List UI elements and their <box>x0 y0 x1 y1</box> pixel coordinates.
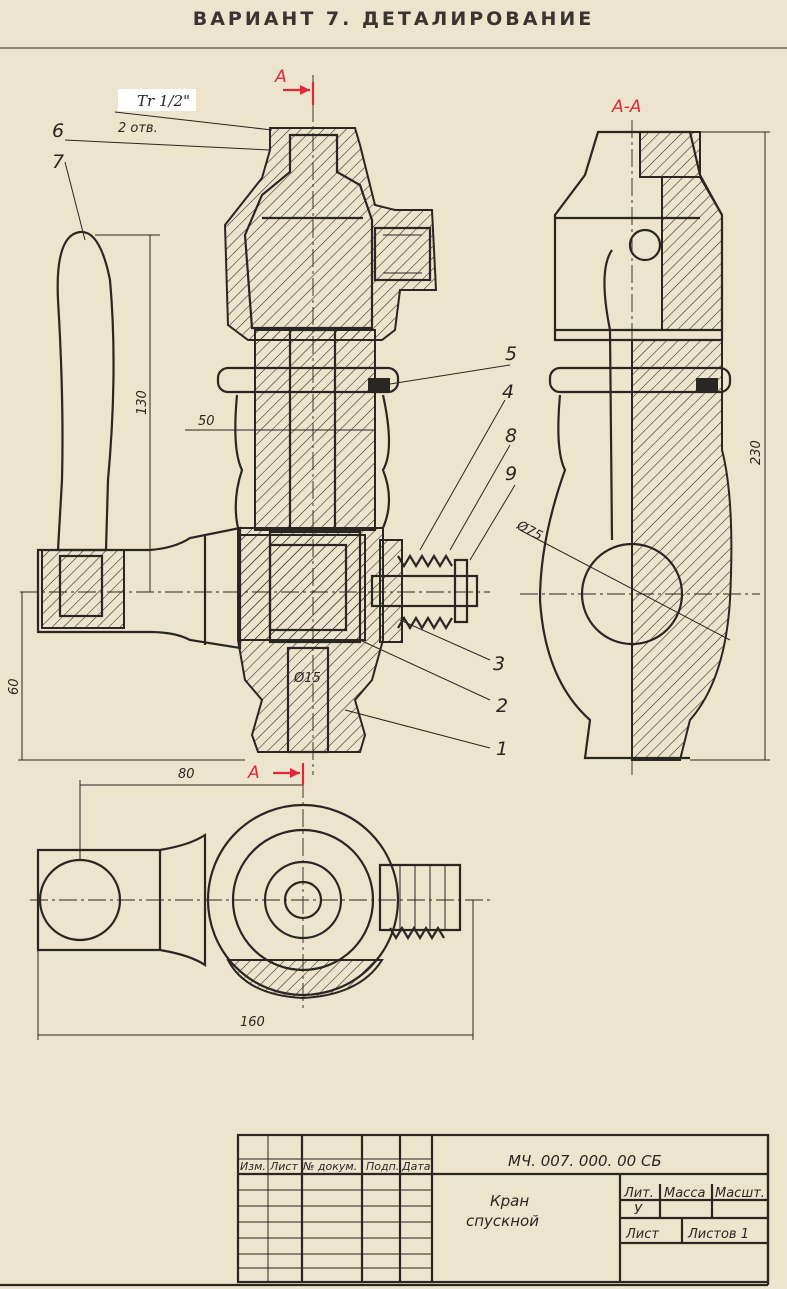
top-view <box>30 780 490 1010</box>
callout-7: 7 <box>52 151 64 173</box>
tb-lit: Лит. <box>623 1186 654 1201</box>
callout-6: 6 <box>52 120 64 142</box>
dim-230: 230 <box>749 440 764 465</box>
page-title: ВАРИАНТ 7. ДЕТАЛИРОВАНИЕ <box>192 8 595 30</box>
leader-lines <box>64 111 516 749</box>
section-markers <box>273 82 315 785</box>
callout-3: 3 <box>493 653 505 675</box>
section-mark-top: А <box>274 67 287 87</box>
tb-lit-value: У <box>634 1203 643 1218</box>
tb-doc: № докум. <box>302 1160 357 1173</box>
section-mark-bottom: А <box>247 763 260 783</box>
section-view-a-a <box>520 120 760 775</box>
tb-code: МЧ. 007. 000. 00 СБ <box>508 1152 662 1170</box>
tb-name-2: спускной <box>466 1212 539 1230</box>
callout-8: 8 <box>505 425 517 447</box>
dim-80: 80 <box>178 767 195 782</box>
dimension-lines <box>18 131 770 1040</box>
tb-name-1: Кран <box>490 1192 529 1210</box>
tb-mass: Масса <box>664 1186 705 1201</box>
tb-list: Лист <box>269 1160 298 1173</box>
thread-label: Tr 1/2" <box>137 92 190 110</box>
thread-holes-label: 2 отв. <box>118 121 158 136</box>
callout-1: 1 <box>496 738 508 760</box>
dim-50: 50 <box>198 414 215 429</box>
front-view <box>20 75 490 775</box>
dim-130: 130 <box>135 390 150 415</box>
tb-scale: Масшт. <box>715 1186 765 1201</box>
tb-sign: Подп. <box>366 1160 399 1173</box>
section-view-label: А-А <box>611 97 641 117</box>
title-block <box>236 1133 770 1284</box>
dim-60: 60 <box>7 678 22 695</box>
tb-sheets: Листов 1 <box>687 1227 749 1242</box>
tb-date: Дата <box>401 1160 431 1173</box>
tb-sheet: Лист <box>625 1227 659 1242</box>
dim-160: 160 <box>240 1015 265 1030</box>
dim-d15: Ø15 <box>293 671 321 686</box>
callout-4: 4 <box>502 381 514 403</box>
tb-izm: Изм. <box>240 1160 266 1173</box>
callout-5: 5 <box>505 343 517 365</box>
callout-9: 9 <box>505 463 517 485</box>
callout-2: 2 <box>496 695 508 717</box>
